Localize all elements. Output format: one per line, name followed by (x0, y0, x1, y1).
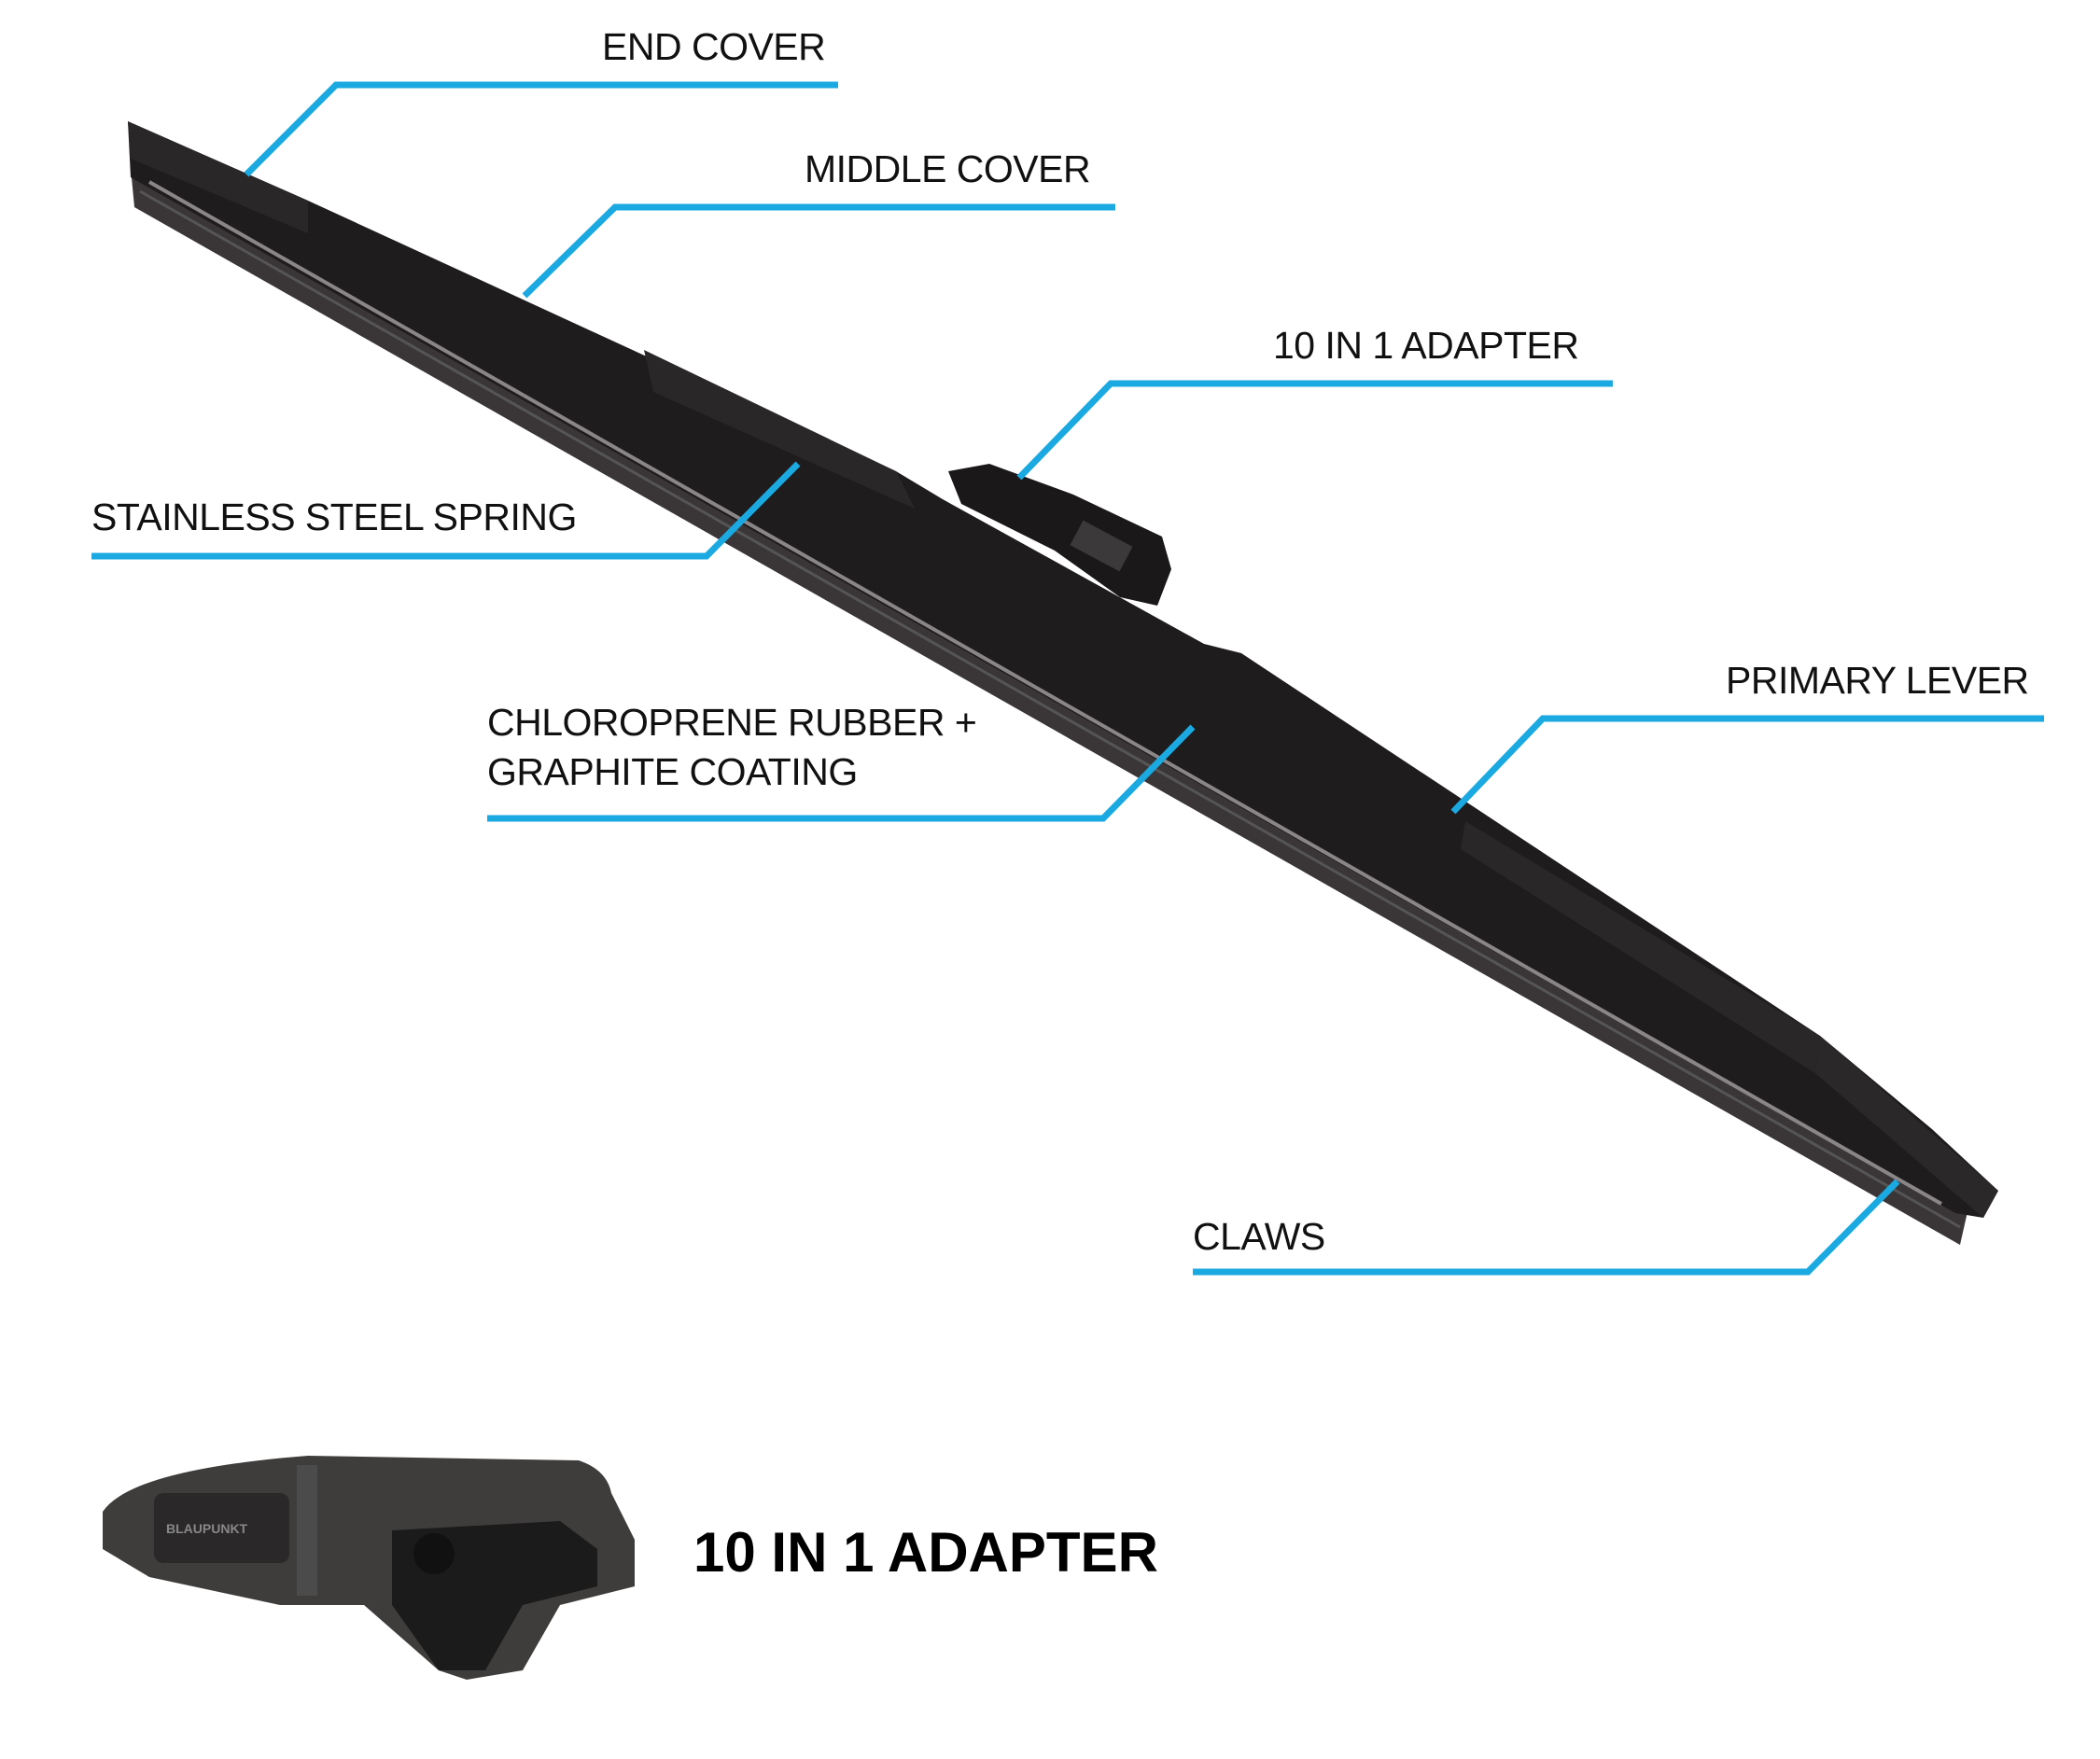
adapter-on-blade (948, 464, 1171, 606)
leader-adapter (1016, 380, 1613, 481)
label-middle-cover: MIDDLE COVER (805, 147, 1091, 190)
inset-title: 10 IN 1 ADAPTER (693, 1521, 1158, 1584)
label-adapter: 10 IN 1 ADAPTER (1273, 324, 1579, 367)
leader-lines (91, 81, 2044, 1276)
leader-end-cover (244, 81, 838, 177)
label-claws: CLAWS (1193, 1215, 1325, 1258)
label-spring: STAINLESS STEEL SPRING (91, 496, 577, 538)
brand-logo-text: BLAUPUNKT (166, 1521, 248, 1536)
leader-spring (91, 461, 801, 560)
steel-spring (148, 180, 1942, 1206)
blade-frame (128, 121, 1998, 1218)
primary-lever-part (1461, 821, 1820, 1073)
label-end-cover: END COVER (602, 25, 826, 68)
middle-cover-part (644, 350, 915, 509)
end-cover-right (1815, 1036, 1998, 1218)
label-rubber-line1: CHLOROPRENE RUBBER + (487, 701, 977, 744)
label-primary-lever: PRIMARY LEVER (1726, 659, 2029, 702)
adapter-inset-image: BLAUPUNKT (103, 1456, 635, 1680)
leader-claws (1193, 1179, 1900, 1276)
leader-primary-lever (1450, 715, 2044, 815)
end-cover-part (128, 121, 308, 233)
label-rubber-line2: GRAPHITE COATING (487, 750, 858, 793)
leader-rubber (487, 724, 1196, 822)
rubber-edge (139, 189, 1961, 1229)
leader-middle-cover (522, 203, 1115, 299)
